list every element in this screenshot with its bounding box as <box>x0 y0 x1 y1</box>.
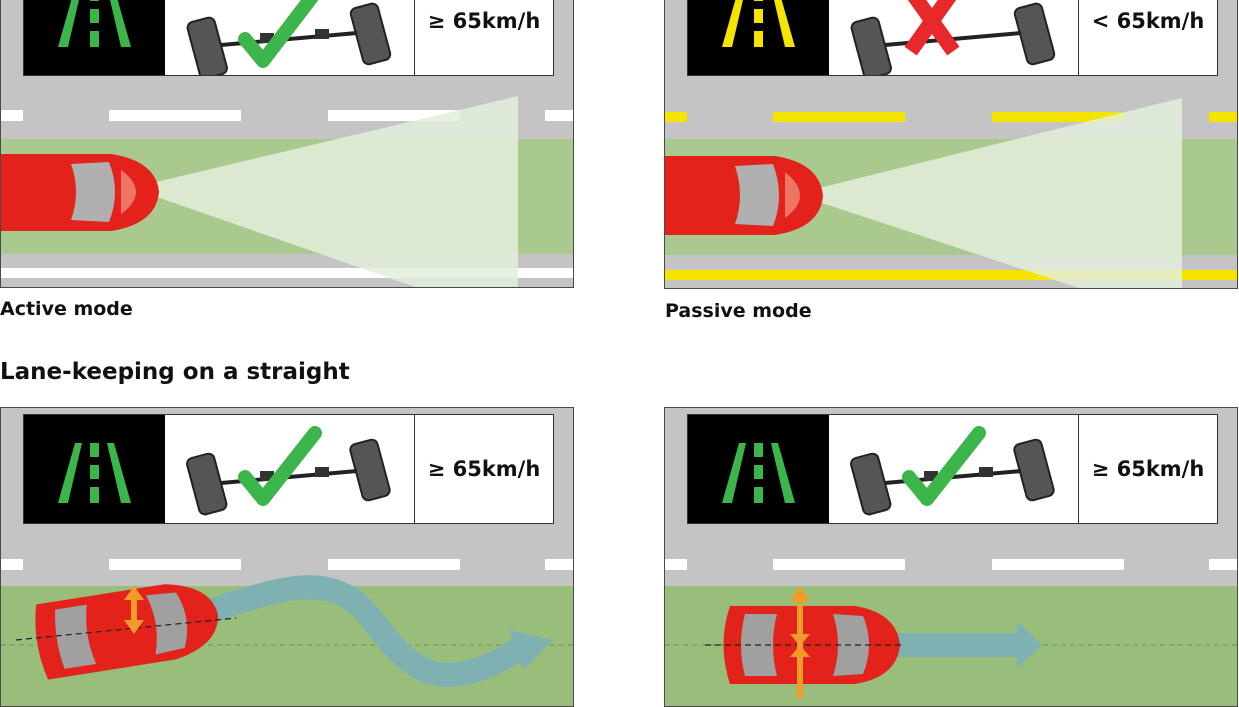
lane-right <box>107 443 131 503</box>
caption-active-mode: Active mode <box>0 298 133 320</box>
speed-label: ≥ 65km/h <box>1091 457 1205 481</box>
solid-yellow-lane-line <box>665 270 1237 280</box>
forward-arrow <box>890 633 1022 657</box>
lane-dash <box>754 443 763 457</box>
orange-arrow-icon <box>790 586 810 698</box>
lane-dash <box>754 0 763 1</box>
speed-label: < 65km/h <box>1091 9 1205 33</box>
car <box>1 154 159 231</box>
orange-arrow-icon <box>124 586 144 634</box>
status-box: ≥ 65km/h <box>687 414 1218 524</box>
checkmark-icon <box>902 426 986 506</box>
speed-label: ≥ 65km/h <box>427 457 541 481</box>
camera-beam <box>131 96 518 287</box>
status-box: < 65km/h <box>687 0 1218 80</box>
dashed-lane-line <box>1 110 573 121</box>
lane-left <box>58 443 82 503</box>
straight-centered-panel: ≥ 65km/h <box>664 407 1238 707</box>
car-axis-line <box>15 617 237 641</box>
dashed-lane-line <box>1 559 573 570</box>
lane-dash <box>754 9 763 23</box>
status-box: ≥ 65km/h <box>23 0 554 80</box>
dashed-lane-line <box>665 559 1237 570</box>
lane-left <box>722 0 743 47</box>
lane-left <box>722 443 746 503</box>
checkmark-icon <box>238 426 322 506</box>
lane-assist-icon <box>24 0 165 75</box>
solid-lane-line <box>1 268 573 278</box>
lane-right <box>774 0 795 47</box>
lane-dash <box>90 487 99 503</box>
checkmark-icon <box>238 0 319 68</box>
steering-icon <box>829 0 1079 80</box>
speed-label: ≥ 65km/h <box>427 9 541 33</box>
camera-beam <box>795 98 1182 288</box>
lane-left <box>58 0 79 47</box>
steering-icon <box>165 0 415 80</box>
lane-assist-icon <box>24 415 165 523</box>
lane-assist-icon <box>688 0 829 75</box>
lane-dash <box>90 0 99 1</box>
steering-icon <box>829 415 1079 523</box>
lane-dash <box>754 31 763 47</box>
arrow-head <box>1017 621 1042 669</box>
section-heading: Lane-keeping on a straight <box>0 359 350 385</box>
lane-dash <box>754 487 763 503</box>
lane-dash <box>754 465 763 479</box>
lane-dash <box>90 443 99 457</box>
car <box>665 156 823 235</box>
lane-right <box>110 0 131 47</box>
arrow-head <box>509 630 553 670</box>
passive-mode-panel: < 65km/h <box>664 0 1238 289</box>
weaving-path-arrow <box>197 575 528 687</box>
status-box: ≥ 65km/h <box>23 414 554 524</box>
car <box>35 584 218 680</box>
straight-weaving-panel: ≥ 65km/h <box>0 407 574 707</box>
steering-icon <box>165 415 415 523</box>
lane-assist-icon <box>688 415 829 523</box>
dashed-yellow-lane-line <box>665 112 1237 122</box>
active-mode-panel: ≥ 65km/h <box>0 0 574 288</box>
lane-dash <box>90 465 99 479</box>
road-scene <box>665 408 1237 706</box>
caption-passive-mode: Passive mode <box>665 300 812 322</box>
lane-dash <box>90 9 99 23</box>
lane-right <box>771 443 795 503</box>
cross-icon <box>904 0 960 56</box>
lane-dash <box>90 31 99 47</box>
